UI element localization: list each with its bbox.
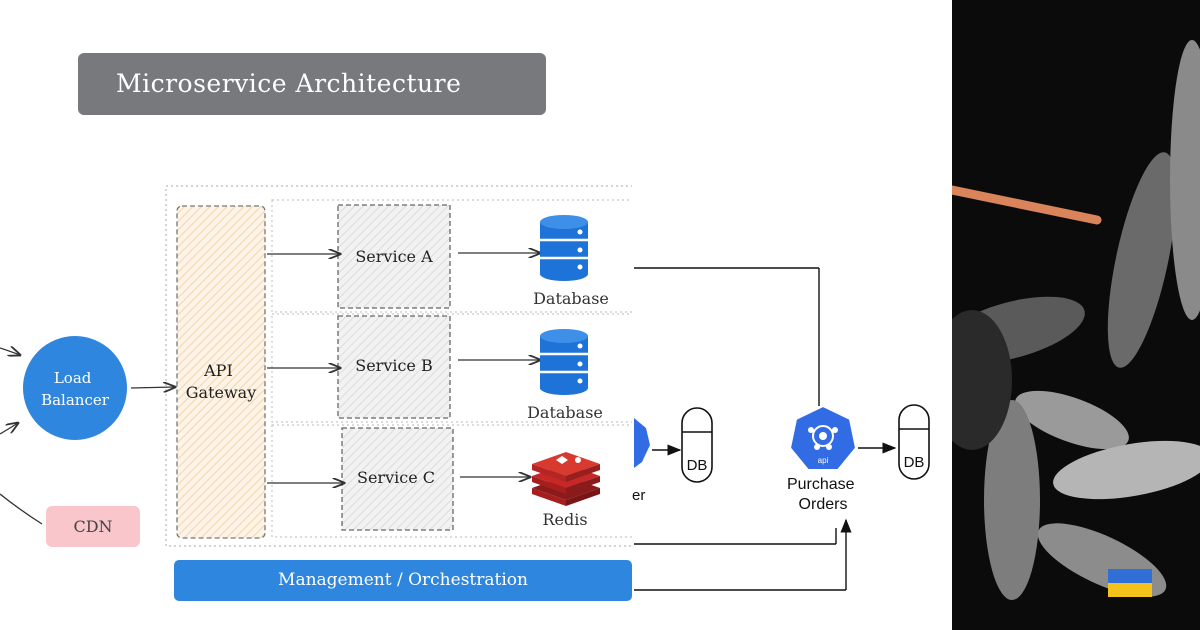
api-gateway-label: API Gateway: [186, 361, 257, 402]
db-right-label: DB: [904, 454, 925, 471]
arrow-incoming-mid: [0, 423, 18, 435]
service-a-label: Service A: [355, 247, 433, 266]
connector-cdn: [0, 493, 43, 525]
api-service-icon: api: [788, 404, 858, 471]
database-b-label: Database: [527, 403, 603, 422]
api-gateway-box: [176, 205, 266, 539]
service-c-label: Service C: [357, 468, 435, 487]
db-cylinder-icon: [681, 407, 713, 483]
ukraine-flag-icon: [1108, 569, 1152, 597]
arrow-lb-gateway: [130, 387, 175, 388]
database-a-label: Database: [533, 289, 609, 308]
background-photo: [952, 0, 1200, 630]
api-icon-text: api: [818, 456, 829, 465]
db-left-label: DB: [687, 457, 708, 474]
service-c-box: [341, 427, 454, 531]
partial-k8s-icon: [634, 418, 650, 468]
redis-icon: [532, 452, 600, 506]
page-title: Microservice Architecture: [78, 53, 546, 115]
redis-label: Redis: [542, 510, 587, 529]
database-icon: [540, 215, 588, 281]
service-a-box: [337, 204, 451, 309]
service-b-box: [337, 315, 451, 419]
service-b-label: Service B: [355, 356, 433, 375]
cdn-node: CDN: [46, 506, 140, 547]
db-cylinder-icon: [898, 404, 930, 480]
partial-label: er: [632, 487, 645, 504]
load-balancer-node: [23, 336, 127, 440]
purchase-orders-label: Purchase Orders: [787, 476, 859, 513]
database-icon: [540, 329, 588, 395]
right-panel-bg: [632, 0, 952, 630]
management-bar: Management / Orchestration: [174, 560, 632, 601]
load-balancer-label: Load Balancer: [41, 369, 110, 409]
arrow-incoming-top: [0, 348, 20, 355]
